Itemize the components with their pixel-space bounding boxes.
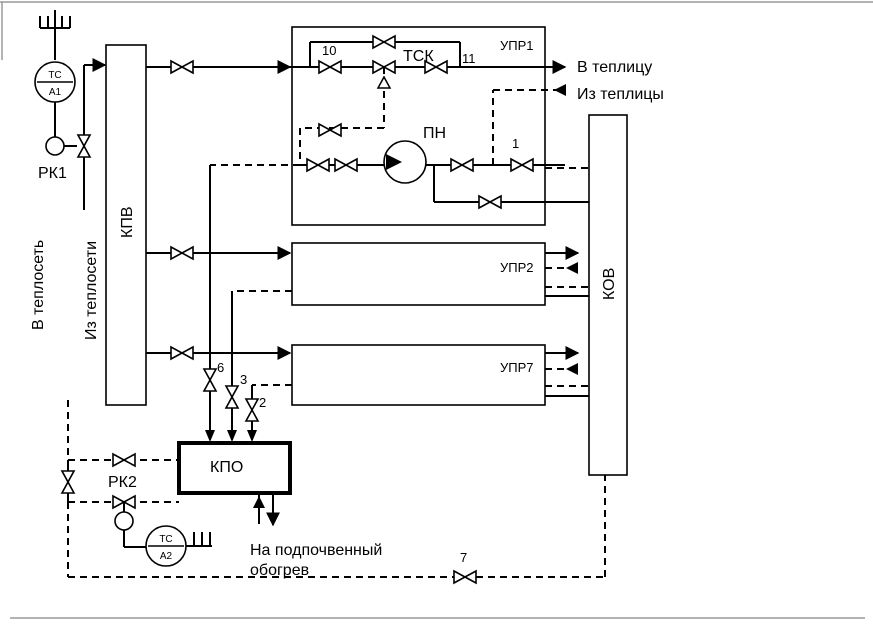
valve-10-label: 10	[322, 43, 336, 58]
tsk-label: ТСК	[403, 48, 434, 65]
to-heat-network-label: В теплосеть	[30, 240, 47, 330]
upr1-unit	[291, 26, 546, 226]
heat-network-supply-line: Из теплосети В теплосеть	[30, 58, 107, 340]
kov-label: КОВ	[601, 268, 618, 300]
valve-7-label: 7	[460, 550, 467, 565]
rk2-group: РК2 ТС А2	[61, 453, 212, 567]
upr2-connections: 3	[225, 246, 590, 442]
upr7-connections: 2	[245, 346, 590, 442]
rk1-valve	[77, 134, 91, 158]
upr7-label: УПР7	[500, 360, 534, 375]
valve-1-label: 1	[512, 136, 519, 151]
valve-3-label: 3	[240, 372, 247, 387]
return-loop-7: 7	[67, 400, 606, 584]
drain-line-6: 6	[203, 164, 300, 442]
valve-6-label: 6	[217, 360, 224, 375]
soil-heating-outlet: На подпочвенный обогрев	[250, 493, 382, 579]
supply-line-upr7	[146, 346, 292, 360]
sensor-a1-a1-label: А1	[49, 87, 62, 98]
valve-11-label: 11	[462, 51, 476, 66]
rk2-label: РК2	[108, 474, 137, 491]
upr1-internals: В теплицу 10 11 ТСК ПН 1	[290, 35, 664, 209]
upr7-unit	[291, 344, 546, 406]
kpv-label: КПВ	[119, 207, 136, 239]
rk1-actuator	[45, 136, 65, 156]
pump-pn	[383, 140, 427, 184]
rk2-actuator	[114, 511, 134, 531]
upr1-label: УПР1	[500, 38, 534, 53]
sensor-a2-a2-label: А2	[160, 551, 173, 562]
valve-2-label: 2	[259, 395, 266, 410]
sensor-a1-group: ТС А1 РК1	[34, 10, 77, 182]
kpv-collector	[105, 44, 147, 406]
kpo-collector	[177, 441, 292, 495]
sensor-a1-tc-label: ТС	[48, 70, 61, 81]
from-heat-network-label: Из теплосети	[83, 241, 100, 340]
soil-heating-label-2: обогрев	[250, 562, 309, 579]
upr2-unit	[291, 242, 546, 306]
soil-heating-label-1: На подпочвенный	[250, 542, 382, 559]
supply-line-upr2	[146, 246, 292, 260]
rk1-label: РК1	[38, 165, 67, 182]
kov-collector	[588, 114, 628, 476]
kpo-label: КПО	[210, 459, 243, 476]
sensor-a2-tc-label: ТС	[159, 534, 172, 545]
supply-line-upr1	[146, 60, 292, 74]
upr2-label: УПР2	[500, 260, 534, 275]
to-greenhouse-label: В теплицу	[577, 59, 652, 76]
from-greenhouse-label: Из теплицы	[577, 86, 664, 103]
pump-label: ПН	[423, 125, 446, 142]
